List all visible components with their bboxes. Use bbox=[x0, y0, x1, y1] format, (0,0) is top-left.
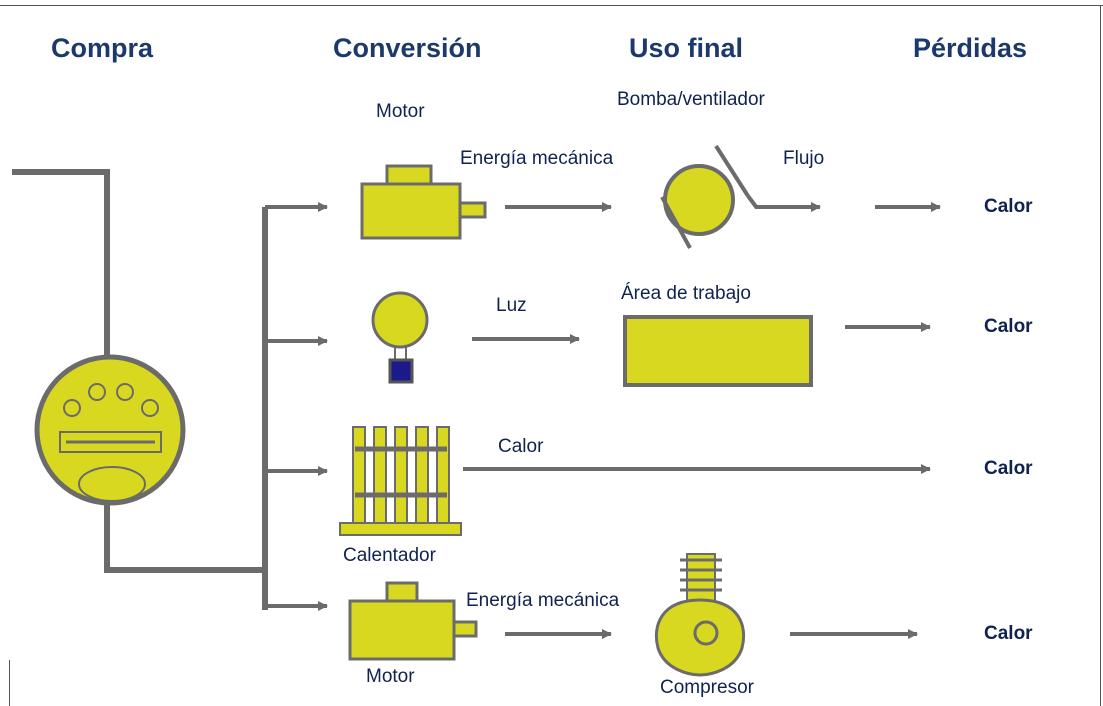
loss-calor-1: Calor bbox=[984, 196, 1033, 217]
pump-fan-icon bbox=[660, 144, 759, 249]
label-flujo: Flujo bbox=[783, 148, 825, 169]
branch-arrows bbox=[265, 202, 328, 611]
frame-right-border bbox=[1100, 5, 1101, 706]
motor-bottom-icon bbox=[348, 581, 478, 661]
header-conversion: Conversión bbox=[333, 33, 482, 63]
label-motor-top: Motor bbox=[376, 101, 425, 122]
header-compra: Compra bbox=[51, 33, 154, 63]
work-area-icon bbox=[623, 315, 813, 387]
loss-calor-2: Calor bbox=[984, 316, 1033, 337]
label-bomba-ventilador: Bomba/ventilador bbox=[617, 89, 765, 110]
label-calentador: Calentador bbox=[343, 545, 436, 566]
lamp-icon bbox=[371, 291, 429, 384]
label-motor-bottom: Motor bbox=[366, 666, 415, 687]
loss-calor-4: Calor bbox=[984, 623, 1033, 644]
motor-icon bbox=[360, 164, 487, 240]
heater-icon bbox=[339, 426, 462, 536]
label-compresor: Compresor bbox=[660, 677, 754, 698]
label-calor-mid: Calor bbox=[498, 436, 544, 457]
label-energia-mecanica-1: Energía mecánica bbox=[460, 148, 614, 169]
label-area-trabajo: Área de trabajo bbox=[621, 283, 751, 304]
header-perdidas: Pérdidas bbox=[913, 33, 1028, 63]
flow-arrows bbox=[463, 202, 941, 639]
frame-left-border bbox=[9, 660, 10, 706]
label-luz: Luz bbox=[496, 295, 527, 316]
loss-calor-3: Calor bbox=[984, 458, 1033, 479]
frame-top-border bbox=[0, 5, 1103, 6]
header-uso-final: Uso final bbox=[629, 33, 744, 63]
supply-wires bbox=[12, 169, 268, 610]
electric-meter-icon bbox=[34, 354, 186, 506]
compressor-icon bbox=[654, 553, 746, 677]
label-energia-mecanica-2: Energía mecánica bbox=[466, 590, 620, 611]
